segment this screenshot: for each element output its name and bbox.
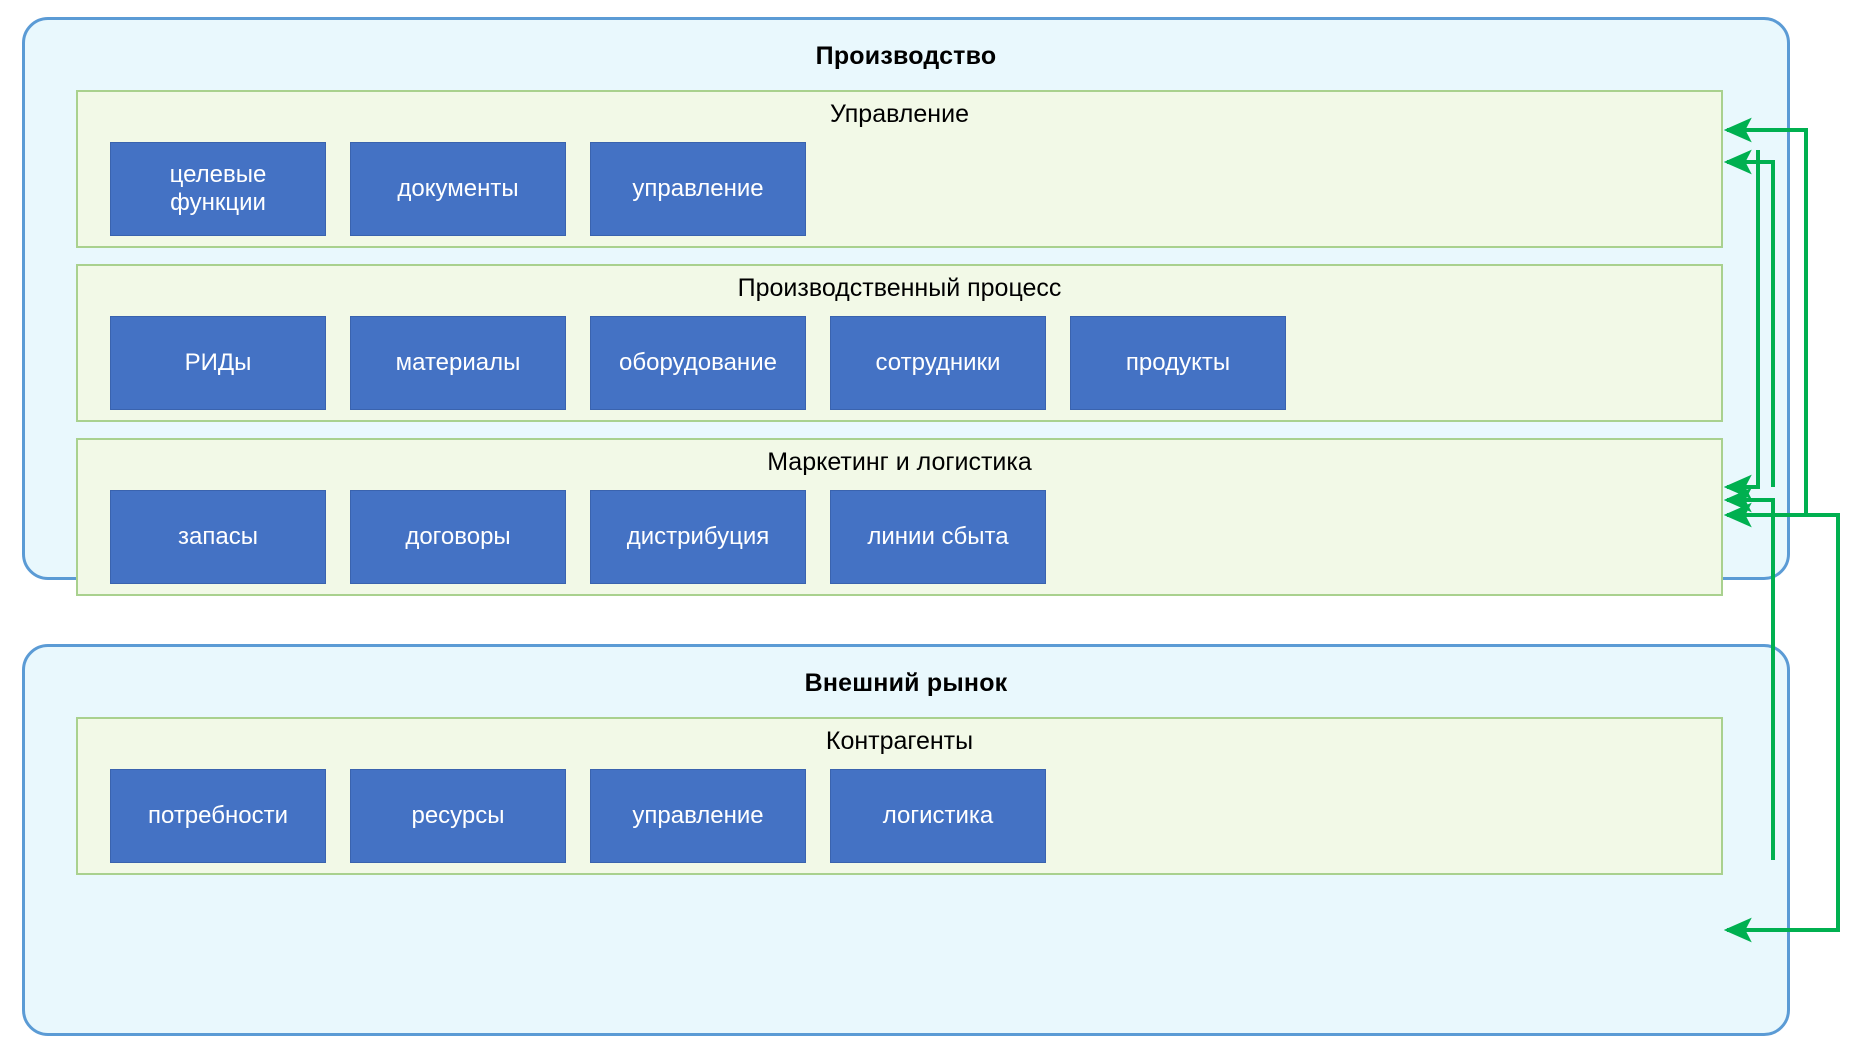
node-label-line1: целевые [169, 160, 267, 188]
panel-kontragenty-title: Контрагенты [825, 727, 974, 755]
node-ridy[interactable]: РИДы [110, 316, 326, 410]
node-label: логистика [882, 801, 994, 829]
node-label: запасы [178, 522, 258, 550]
node-label: оборудование [619, 348, 777, 376]
node-label: потребности [148, 801, 288, 829]
node-label: РИДы [184, 348, 252, 376]
node-dogovory[interactable]: договоры [350, 490, 566, 584]
node-sotrudniki[interactable]: сотрудники [830, 316, 1046, 410]
node-label-line2: функции [170, 189, 266, 216]
node-logistika[interactable]: логистика [830, 769, 1046, 863]
node-oborudovanie[interactable]: оборудование [590, 316, 806, 410]
node-dokumenty[interactable]: документы [350, 142, 566, 236]
node-potrebnosti[interactable]: потребности [110, 769, 326, 863]
panel-upravlenie: Управление целевые функции документы упр… [76, 90, 1723, 248]
group-production-title: Производство [815, 42, 997, 70]
node-upravlenie[interactable]: управление [590, 142, 806, 236]
node-label: управление [632, 174, 764, 202]
node-label: документы [397, 174, 519, 202]
node-linii-sbyta[interactable]: линии сбыта [830, 490, 1046, 584]
node-materialy[interactable]: материалы [350, 316, 566, 410]
panel-kontragenty: Контрагенты потребности ресурсы управлен… [76, 717, 1723, 875]
group-vneshniy-rynok: Внешний рынок Контрагенты потребности ре… [22, 644, 1790, 1036]
node-label: сотрудники [875, 348, 1001, 376]
panel-marketing-logistika: Маркетинг и логистика запасы договоры ди… [76, 438, 1723, 596]
node-label: договоры [405, 522, 511, 550]
node-label: продукты [1125, 348, 1231, 376]
node-label: линии сбыта [867, 522, 1009, 550]
node-distribuciya[interactable]: дистрибуция [590, 490, 806, 584]
group-vneshniy-rynok-title: Внешний рынок [804, 669, 1008, 697]
group-production: Производство Управление целевые функции … [22, 17, 1790, 596]
node-celevye-funkcii[interactable]: целевые функции [110, 142, 326, 236]
node-label: управление [632, 801, 764, 829]
node-produkty[interactable]: продукты [1070, 316, 1286, 410]
panel-upravlenie-title: Управление [830, 100, 969, 128]
node-resursy[interactable]: ресурсы [350, 769, 566, 863]
node-zapasy[interactable]: запасы [110, 490, 326, 584]
node-upravlenie-market[interactable]: управление [590, 769, 806, 863]
panel-proizvodstvennyy-process-title: Производственный процесс [737, 274, 1062, 302]
node-label: ресурсы [411, 801, 505, 829]
panel-proizvodstvennyy-process: Производственный процесс РИДы материалы … [76, 264, 1723, 422]
node-label: дистрибуция [626, 522, 770, 550]
panel-marketing-logistika-title: Маркетинг и логистика [767, 448, 1032, 476]
node-label: материалы [395, 348, 521, 376]
